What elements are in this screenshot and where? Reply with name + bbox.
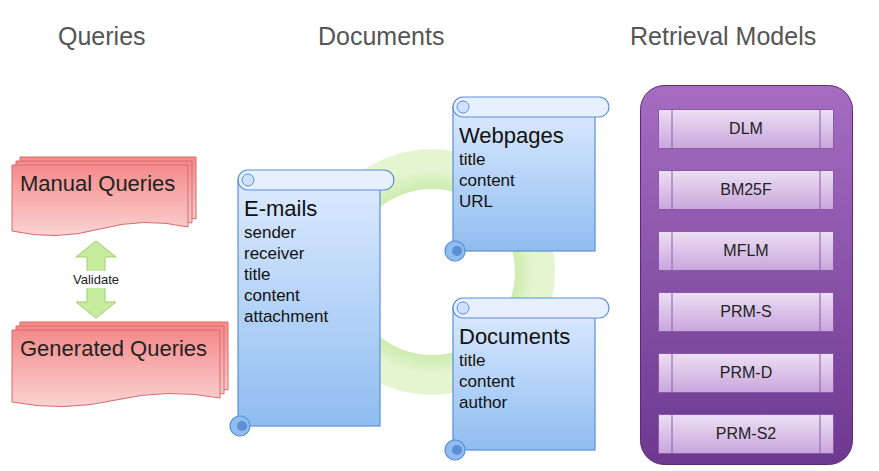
column-heading: Documents [318, 22, 444, 51]
node-title: DLM [729, 119, 763, 139]
field-name: author [459, 392, 593, 413]
field-name: content [459, 371, 593, 392]
node-title: Manual Queries [20, 169, 180, 199]
document-scroll: WebpagestitlecontentURL [445, 97, 599, 261]
model-box: PRM-S [658, 292, 834, 332]
model-box: PRM-S2 [658, 414, 834, 454]
field-name: URL [459, 191, 593, 212]
node-title: PRM-S2 [716, 424, 776, 444]
field-name: content [459, 170, 593, 191]
edge-label: Validate [69, 271, 123, 288]
node-title: Generated Queries [20, 334, 212, 364]
model-box: DLM [658, 109, 834, 149]
node-title: MFLM [723, 241, 768, 261]
field-name: content [244, 285, 378, 306]
node-title: Webpages [459, 123, 593, 149]
field-name: title [244, 264, 378, 285]
field-name: receiver [244, 243, 378, 264]
node-title: E-mails [244, 196, 378, 222]
model-box: MFLM [658, 231, 834, 271]
field-name: title [459, 149, 593, 170]
field-name: sender [244, 222, 378, 243]
node-title: BM25F [720, 180, 772, 200]
field-name: title [459, 350, 593, 371]
node-title: PRM-S [720, 302, 772, 322]
query-stack: Manual Queries [12, 165, 188, 235]
field-name: attachment [244, 306, 378, 327]
document-scroll: E-mailssenderreceivertitlecontentattachm… [230, 170, 384, 436]
model-box: BM25F [658, 170, 834, 210]
node-title: Documents [459, 324, 593, 350]
model-box: PRM-D [658, 353, 834, 393]
model-panel: Retrieval ModelsDLMBM25FMFLMPRM-SPRM-DPR… [640, 85, 853, 465]
node-title: PRM-D [720, 363, 772, 383]
node-title: Retrieval Models [630, 22, 816, 51]
document-scroll: Documentstitlecontentauthor [445, 298, 599, 460]
query-stack: Generated Queries [12, 330, 220, 406]
column-heading: Queries [58, 22, 146, 51]
